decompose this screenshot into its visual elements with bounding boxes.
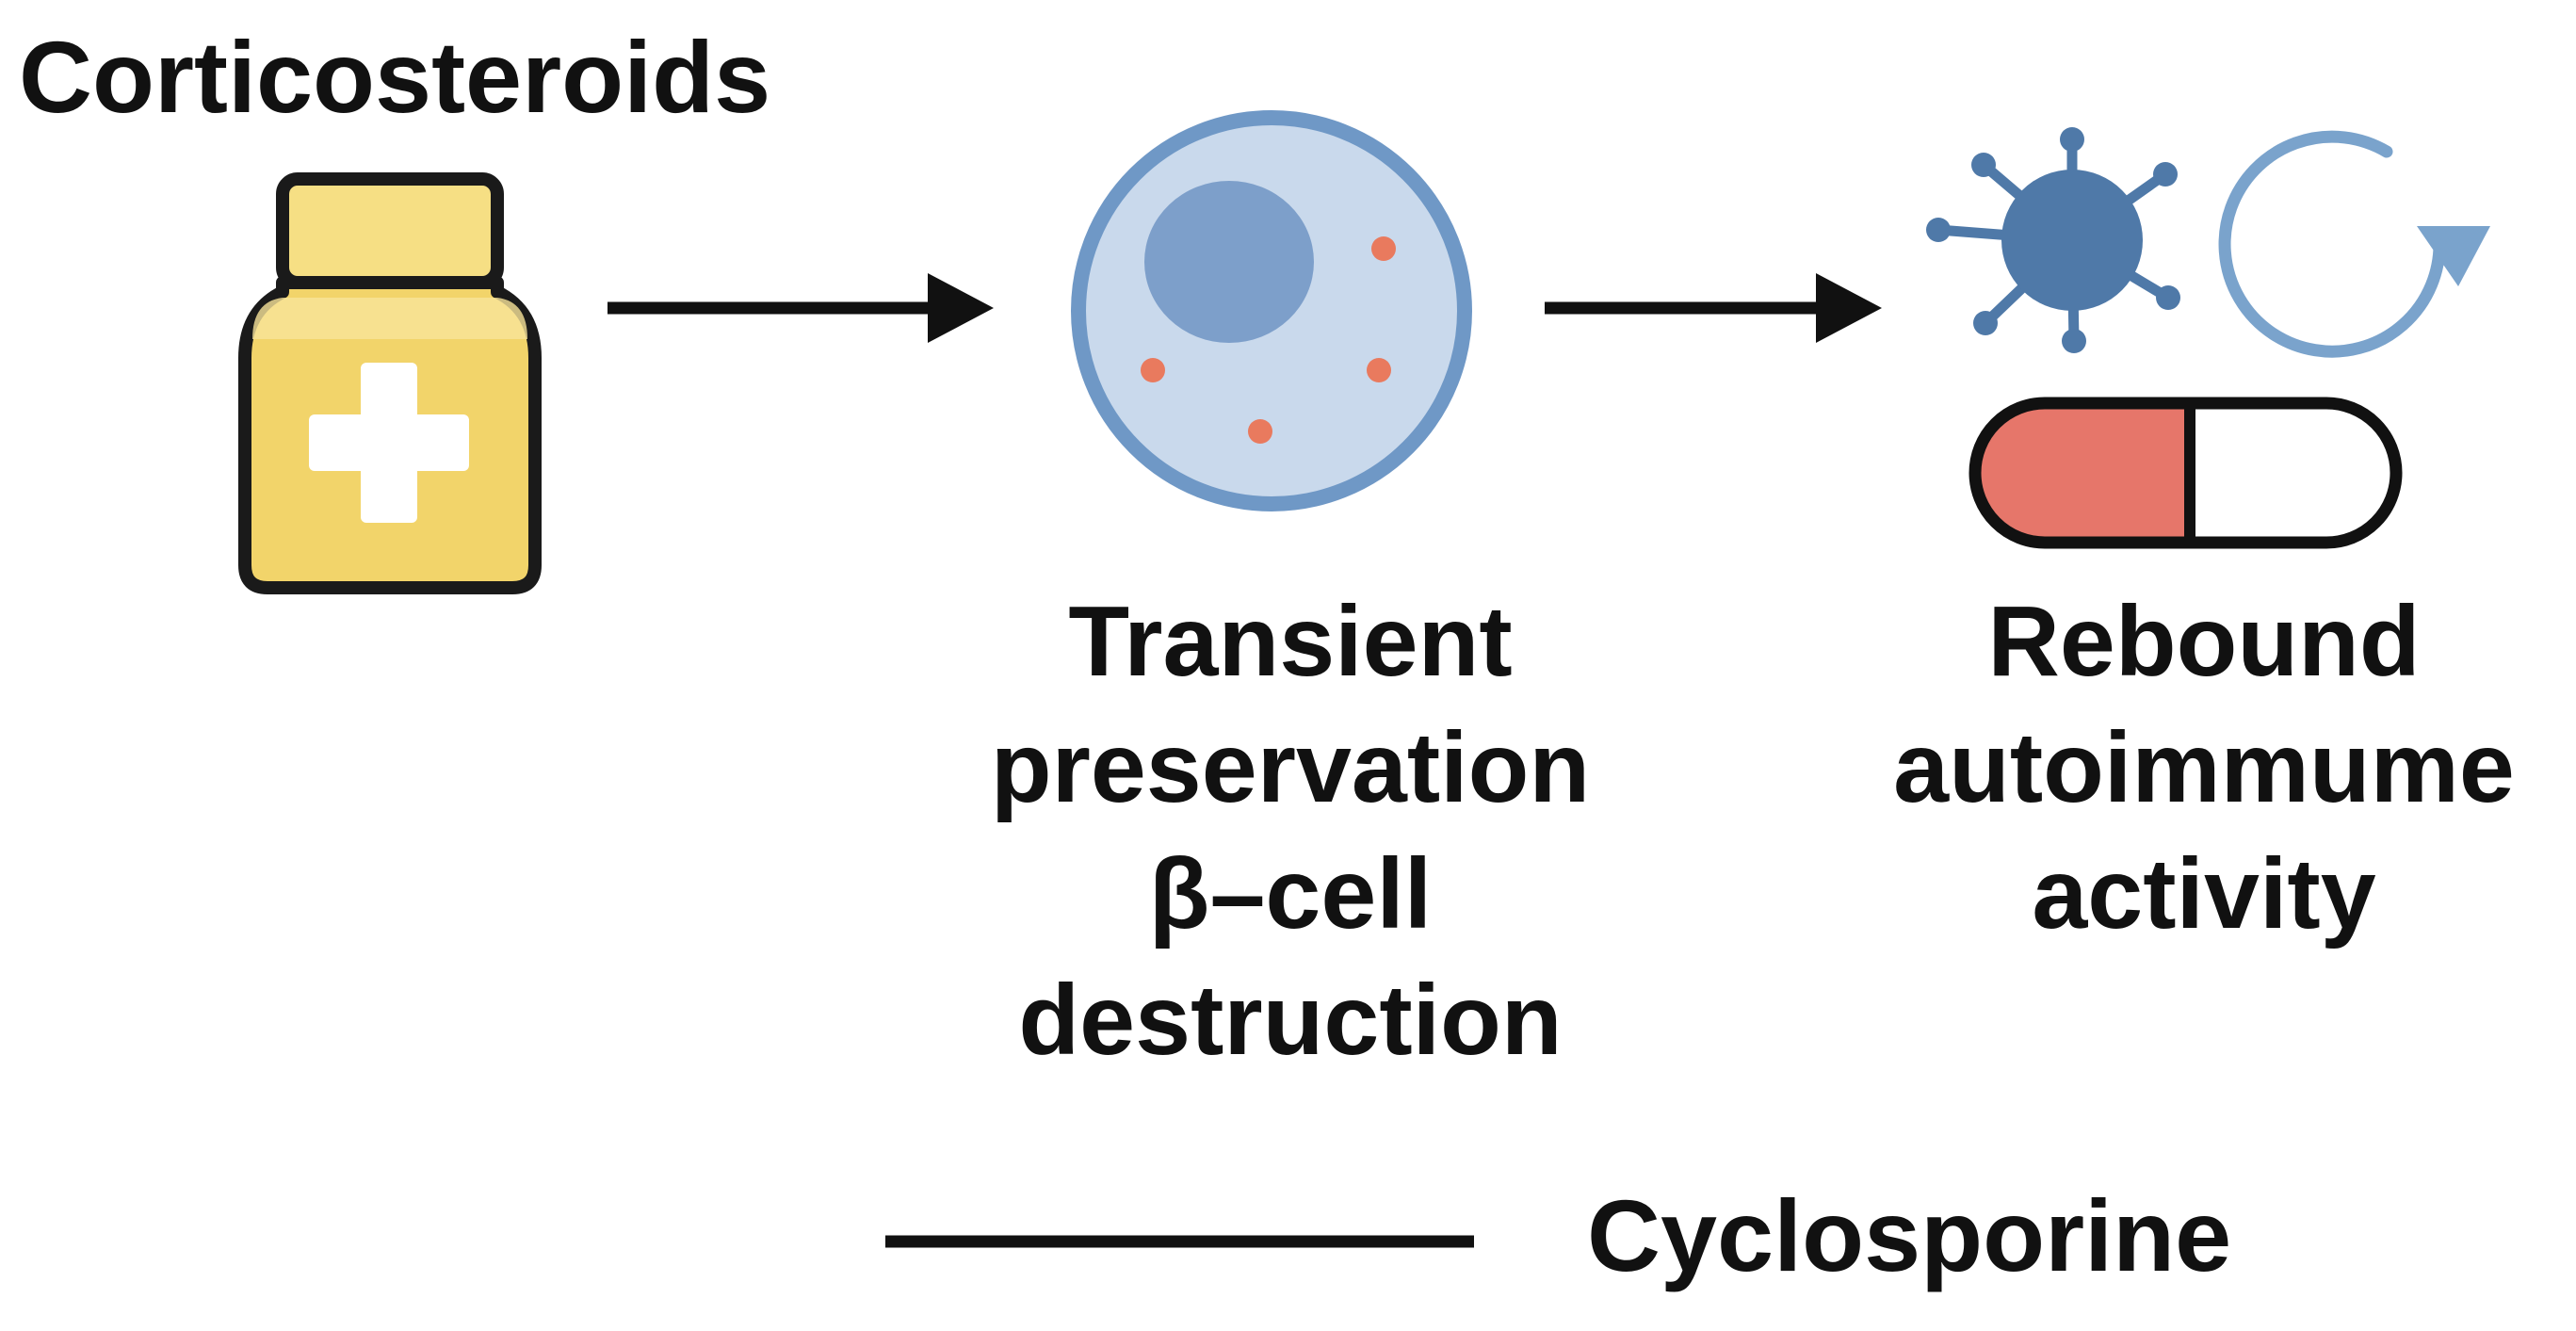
plus-cross-icon bbox=[309, 363, 469, 523]
immune-virus-icon bbox=[1926, 127, 2180, 353]
rebound-line-1: Rebound bbox=[1987, 586, 2421, 697]
capsule-pill-icon bbox=[1968, 397, 2403, 549]
arrow-bottle-to-cell bbox=[608, 273, 994, 343]
rebound-cycle-icon bbox=[2218, 130, 2490, 358]
transient-line-3: β–cell bbox=[1148, 838, 1433, 950]
transient-line-1: Transient bbox=[1068, 586, 1513, 697]
rebound-line-3: activity bbox=[2032, 838, 2376, 950]
corticosteroids-label: Corticosteroids bbox=[19, 20, 771, 134]
rebound-line-2: autoimmume bbox=[1893, 712, 2515, 823]
transient-preservation-label: Transient preservation β–cell destructio… bbox=[885, 578, 1695, 1083]
medicine-bottle-icon bbox=[238, 172, 542, 594]
transient-line-2: preservation bbox=[990, 712, 1591, 823]
arrow-cell-to-rebound bbox=[1545, 273, 1882, 343]
transient-line-4: destruction bbox=[1018, 965, 1563, 1076]
cyclosporine-label: Cyclosporine bbox=[1587, 1178, 2232, 1292]
rebound-activity-label: Rebound autoimmume activity bbox=[1827, 578, 2576, 957]
granule-dots bbox=[1141, 236, 1396, 444]
beta-cell-icon bbox=[1071, 110, 1472, 511]
